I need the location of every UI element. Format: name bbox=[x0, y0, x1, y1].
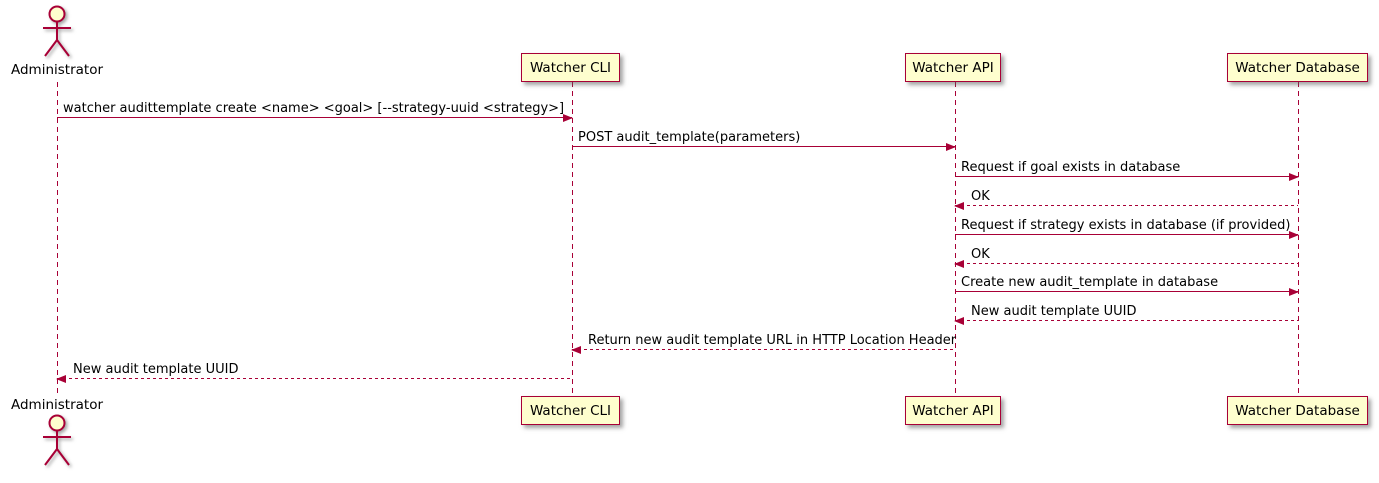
message-line bbox=[955, 205, 1298, 206]
message-label: watcher audittemplate create <name> <goa… bbox=[63, 101, 565, 116]
arrowhead-left-icon bbox=[954, 202, 964, 210]
message-7: Create new audit_template in database bbox=[955, 273, 1299, 296]
message-label: New audit template UUID bbox=[971, 304, 1137, 319]
message-2: POST audit_template(parameters) bbox=[572, 128, 956, 151]
participant-watcher-cli-bottom: Watcher CLI bbox=[521, 396, 620, 425]
arrowhead-left-icon bbox=[571, 346, 581, 354]
message-line bbox=[955, 320, 1298, 321]
actor-label: Administrator bbox=[10, 397, 104, 413]
actor-icon bbox=[43, 414, 71, 466]
arrowhead-left-icon bbox=[954, 260, 964, 268]
message-9: Return new audit template URL in HTTP Lo… bbox=[571, 331, 957, 354]
message-line bbox=[955, 291, 1298, 292]
arrowhead-right-icon bbox=[946, 143, 956, 151]
lifeline-watcher-cli bbox=[572, 82, 573, 396]
message-line bbox=[955, 234, 1298, 235]
participant-watcher-api-top: Watcher API bbox=[905, 53, 1001, 82]
message-line bbox=[572, 146, 955, 147]
arrowhead-right-icon bbox=[1289, 231, 1299, 239]
actor-icon bbox=[43, 5, 71, 57]
lifeline-watcher-api bbox=[955, 82, 956, 396]
participant-watcher-cli-top: Watcher CLI bbox=[521, 53, 620, 82]
message-label: OK bbox=[971, 189, 990, 204]
message-3: Request if goal exists in database bbox=[955, 158, 1299, 181]
participant-watcher-database-top: Watcher Database bbox=[1227, 53, 1368, 82]
actor-administrator-top: Administrator bbox=[11, 4, 103, 78]
message-5: Request if strategy exists in database (… bbox=[955, 216, 1299, 239]
arrowhead-right-icon bbox=[1289, 288, 1299, 296]
lifeline-administrator bbox=[57, 82, 58, 396]
message-label: Return new audit template URL in HTTP Lo… bbox=[588, 333, 957, 348]
participant-watcher-database-bottom: Watcher Database bbox=[1227, 396, 1368, 425]
arrowhead-left-icon bbox=[56, 375, 66, 383]
message-8: New audit template UUID bbox=[954, 302, 1298, 325]
message-label: Create new audit_template in database bbox=[961, 275, 1219, 290]
message-line bbox=[955, 176, 1298, 177]
message-4: OK bbox=[954, 187, 1298, 210]
message-label: New audit template UUID bbox=[73, 362, 239, 377]
arrowhead-right-icon bbox=[1289, 173, 1299, 181]
message-1: watcher audittemplate create <name> <goa… bbox=[57, 99, 573, 122]
message-6: OK bbox=[954, 245, 1298, 268]
message-line bbox=[572, 349, 955, 350]
actor-label: Administrator bbox=[10, 62, 104, 78]
message-label: Request if strategy exists in database (… bbox=[961, 218, 1291, 233]
arrowhead-right-icon bbox=[563, 114, 573, 122]
message-label: OK bbox=[971, 247, 990, 262]
message-line bbox=[955, 263, 1298, 264]
message-label: POST audit_template(parameters) bbox=[578, 130, 801, 145]
arrowhead-left-icon bbox=[954, 317, 964, 325]
lifeline-watcher-database bbox=[1298, 82, 1299, 396]
participant-watcher-api-bottom: Watcher API bbox=[905, 396, 1001, 425]
message-line bbox=[57, 378, 572, 379]
message-line bbox=[57, 117, 572, 118]
actor-administrator-bottom: Administrator bbox=[11, 397, 103, 471]
message-10: New audit template UUID bbox=[56, 360, 572, 383]
message-label: Request if goal exists in database bbox=[961, 160, 1181, 175]
